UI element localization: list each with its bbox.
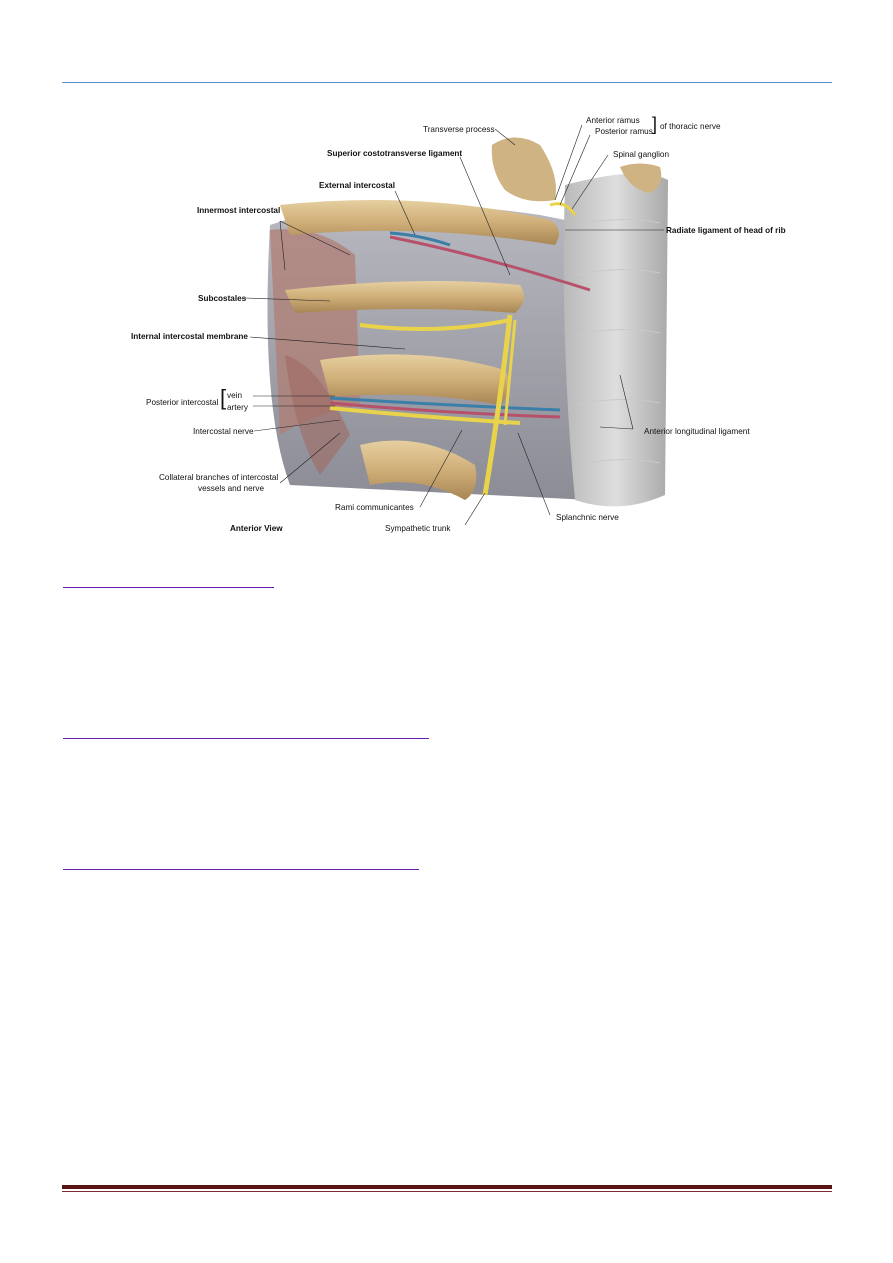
splanchnic-nerve-shape <box>503 319 517 426</box>
label-artery: artery <box>227 403 248 412</box>
label-bracket: [ <box>220 385 227 410</box>
label-anterior-longitudinal-ligament: Anterior longitudinal ligament <box>644 427 750 436</box>
label-collateral-branches-line2: vessels and nerve <box>198 484 264 493</box>
posterior-intercostal-artery <box>329 401 561 419</box>
anatomy-illustration <box>244 124 668 526</box>
label-transverse-process: Transverse process <box>423 125 495 134</box>
spinal-ganglion-shape <box>549 202 577 216</box>
section-heading-rule-3 <box>63 869 419 870</box>
label-vein: vein <box>227 391 243 400</box>
footer-rule-thin <box>62 1191 832 1192</box>
intercostal-nerve-upper <box>359 318 511 331</box>
label-brace: ] <box>652 114 658 134</box>
label-internal-intercostal-membrane: Internal intercostal membrane <box>131 332 248 341</box>
anatomy-figure: Transverse process Anterior ramus Poster… <box>120 105 820 545</box>
section-heading-rule-2 <box>63 738 429 739</box>
rib-2-shape <box>285 281 524 313</box>
label-superior-costotransverse-ligament: Superior costotransverse ligament <box>327 149 463 158</box>
rib-1-shape <box>280 200 559 245</box>
intercostal-artery-upper <box>389 235 591 292</box>
leader-lines <box>244 124 664 526</box>
label-spinal-ganglion: Spinal ganglion <box>613 150 669 159</box>
ligament-fibers <box>574 218 661 466</box>
vertebral-process-shape <box>620 163 662 193</box>
section-heading-rule-1 <box>63 587 274 588</box>
label-sympathetic-trunk: Sympathetic trunk <box>385 524 451 533</box>
footer-rule-thick <box>62 1185 832 1189</box>
sympathetic-trunk-shape <box>482 314 513 496</box>
label-collateral-branches-line1: Collateral branches of intercostal <box>159 473 279 482</box>
vertebral-column-shape <box>563 173 668 507</box>
rib-3-shape <box>320 354 509 405</box>
label-of-thoracic-nerve: of thoracic nerve <box>660 122 721 131</box>
label-splanchnic-nerve: Splanchnic nerve <box>556 513 619 522</box>
transverse-process-shape <box>491 137 556 202</box>
header-rule <box>62 82 832 83</box>
label-anterior-view: Anterior View <box>230 524 283 533</box>
label-rami-communicantes: Rami communicantes <box>335 503 414 512</box>
label-intercostal-nerve: Intercostal nerve <box>193 427 254 436</box>
label-innermost-intercostal: Innermost intercostal <box>197 206 281 215</box>
rib-4-shape <box>360 440 477 500</box>
innermost-intercostal-muscle-shape <box>285 355 350 475</box>
label-anterior-ramus: Anterior ramus <box>586 116 640 125</box>
posterior-intercostal-vein <box>329 396 561 412</box>
label-posterior-ramus: Posterior ramus <box>595 127 653 136</box>
label-subcostales: Subcostales <box>198 294 247 303</box>
intercostal-vein-upper <box>389 231 451 247</box>
label-external-intercostal: External intercostal <box>319 181 395 190</box>
label-posterior-intercostal: Posterior intercostal <box>146 398 219 407</box>
label-radiate-ligament: Radiate ligament of head of rib <box>666 226 786 235</box>
